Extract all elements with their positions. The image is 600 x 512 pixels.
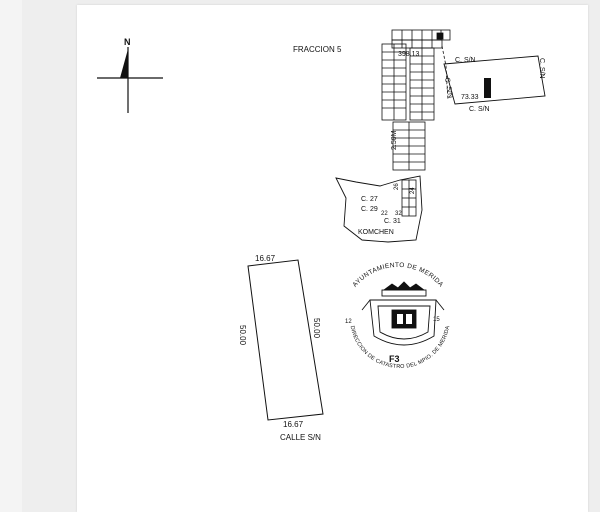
catastro-seal: AYUNTAMIENTO DE MERIDA DIRECCION DE CATA… <box>345 262 451 370</box>
north-label: N <box>124 37 131 47</box>
viewer-left-margin <box>0 0 22 512</box>
lot-width-top: 16.67 <box>255 254 276 263</box>
street-label-bottom: C. S/N <box>469 106 490 113</box>
lot-outline <box>247 259 324 421</box>
lot-depth-left: 50.00 <box>238 325 247 346</box>
measure-top: 398.13 <box>398 51 420 58</box>
dashed-path <box>441 45 449 101</box>
street-26: 26 <box>394 183 400 190</box>
lot-depth-right: 50.00 <box>312 318 321 339</box>
measure-mid: 2.50M <box>391 130 398 150</box>
lot-street: CALLE S/N <box>280 433 321 442</box>
town-outline <box>335 175 423 243</box>
street-32: 32 <box>395 211 402 217</box>
street-24: 24 <box>410 187 416 194</box>
parcel-marker <box>484 78 491 98</box>
street-label-right: C. S/N <box>538 58 545 79</box>
street-c31: C. 31 <box>384 218 401 225</box>
parcel-outline <box>443 55 546 105</box>
lot-width-bottom: 16.67 <box>283 420 304 429</box>
seal-num-left: 12 <box>345 319 352 325</box>
street-c27: C. 27 <box>361 196 378 203</box>
town-name: KOMCHEN <box>358 229 394 236</box>
plan-sheet <box>77 5 588 512</box>
street-label-top: C. S/N <box>455 57 476 64</box>
fraccion-title: FRACCION 5 <box>293 45 342 54</box>
north-arrow-icon <box>97 47 163 113</box>
seal-code: F3 <box>389 354 400 364</box>
block-grid <box>381 29 451 217</box>
measure-right: 73.33 <box>461 94 479 101</box>
seal-arc-top: AYUNTAMIENTO DE MERIDA <box>352 262 445 289</box>
coat-of-arms-icon <box>361 281 445 346</box>
seal-num-right: 15 <box>433 317 440 323</box>
seal-arc-bottom: DIRECCION DE CATASTRO DEL MPIO. DE MERID… <box>349 325 452 370</box>
street-22: 22 <box>381 211 388 217</box>
street-c29: C. 29 <box>361 206 378 213</box>
street-label-left-vertical: C. S/N <box>443 77 453 99</box>
